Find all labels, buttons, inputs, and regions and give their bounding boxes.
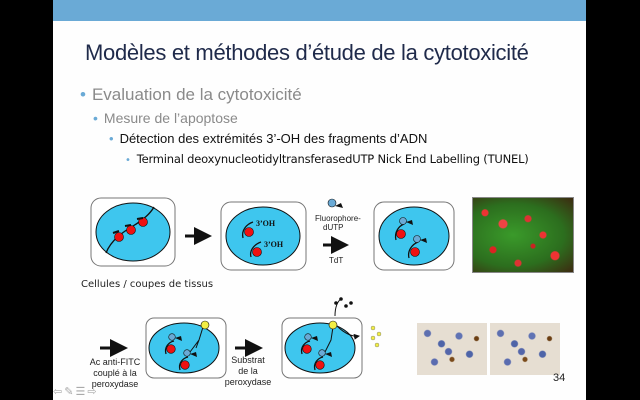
cell-3-labelled bbox=[373, 201, 455, 271]
bullet-level2: •Mesure de l’apoptose bbox=[93, 110, 238, 126]
prev-arrow-icon[interactable]: ⇦ bbox=[53, 386, 65, 398]
substrate-label: Substrat de la peroxydase bbox=[224, 355, 272, 387]
histology-micrograph-left bbox=[417, 323, 487, 375]
svg-text:3’OH: 3’OH bbox=[264, 240, 284, 249]
slide-top-bar bbox=[53, 0, 586, 21]
svg-text:TdT: TdT bbox=[329, 256, 343, 265]
next-arrow-icon[interactable]: ⇨ bbox=[87, 386, 99, 398]
svg-text:Fluorophore-: Fluorophore- bbox=[315, 214, 361, 223]
bullet-level1: •Evaluation de la cytotoxicité bbox=[80, 85, 302, 104]
cells-caption: Cellules / coupes de tissus bbox=[81, 279, 214, 290]
histology-micrograph-right bbox=[490, 323, 560, 375]
slide: Modèles et méthodes d’étude de la cytoto… bbox=[53, 0, 586, 400]
pen-icon[interactable]: ✎ bbox=[64, 386, 76, 398]
cell-4-antibody-bound bbox=[145, 317, 227, 379]
bullet-level3: •Détection des extrémités 3’-OH des frag… bbox=[109, 131, 428, 146]
menu-icon[interactable]: ☰ bbox=[75, 386, 88, 398]
svg-text:dUTP: dUTP bbox=[323, 223, 343, 232]
tunel-diagram: 3’OH 3’OH Fluorophore- dUTP TdT bbox=[90, 197, 455, 379]
svg-text:3’OH: 3’OH bbox=[256, 219, 276, 228]
cell-5-substrate-converted bbox=[281, 297, 382, 379]
slide-navigation: ⇦✎☰⇨ bbox=[53, 385, 99, 398]
page-number: 34 bbox=[553, 372, 566, 384]
slide-title: Modèles et méthodes d’étude de la cytoto… bbox=[85, 40, 529, 65]
antibody-label: Ac anti-FITC couplé à la peroxydase bbox=[89, 357, 141, 389]
fluorophore-dutp-reagent: Fluorophore- dUTP TdT bbox=[315, 198, 361, 265]
fluorescence-micrograph bbox=[472, 197, 574, 273]
cell-2-dna-fragmented: 3’OH 3’OH bbox=[220, 201, 307, 271]
cell-1-dna-intact bbox=[90, 197, 176, 267]
bullet-level4: •Terminal deoxynucleotidyltransferasedUT… bbox=[125, 152, 529, 166]
